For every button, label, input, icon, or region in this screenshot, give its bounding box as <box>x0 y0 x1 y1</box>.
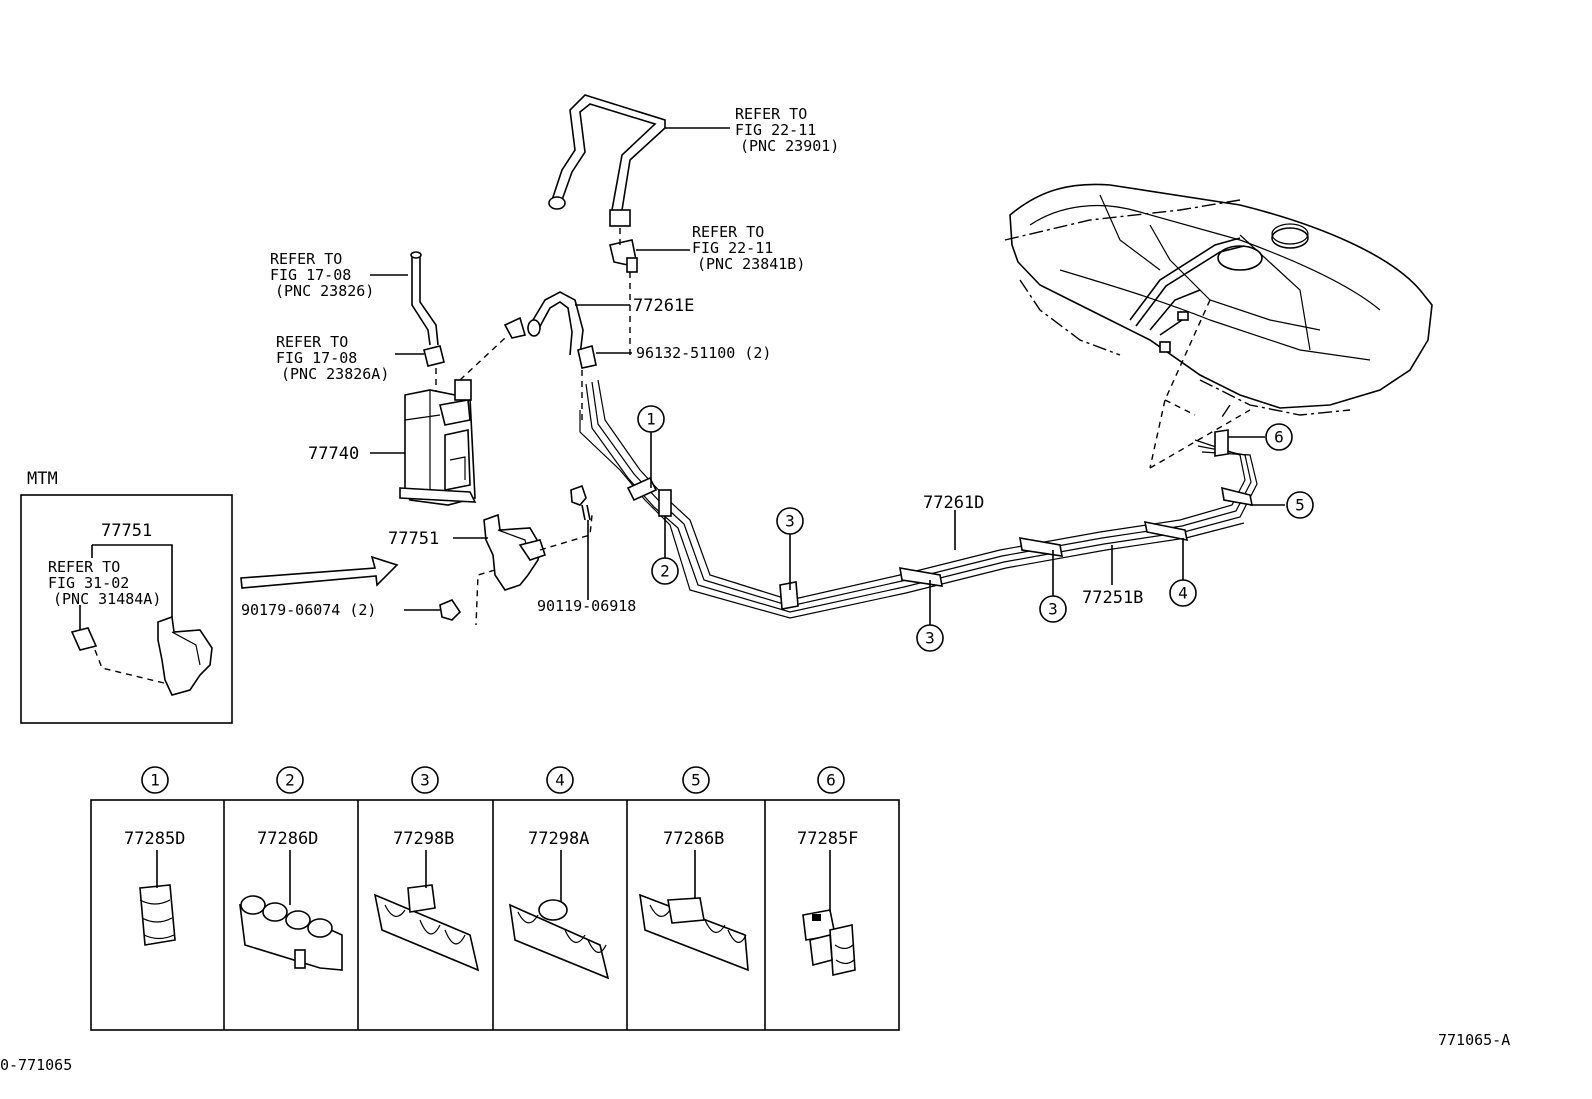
clamp-77286b-drawing <box>639 850 749 972</box>
ref-23841b-line2: FIG 22-11 <box>692 239 773 257</box>
ref-23841b-line1: REFER TO <box>692 223 764 241</box>
ref-23826-line1: REFER TO <box>270 250 342 268</box>
svg-text:3: 3 <box>785 512 795 531</box>
svg-text:3: 3 <box>420 771 430 790</box>
clamp-table <box>90 799 900 1031</box>
table-callout-3: 3 <box>411 766 439 794</box>
table-part-77285d: 77285D <box>124 829 185 849</box>
clamp-77285d-drawing <box>139 850 176 946</box>
label-90119-06918: 90119-06918 <box>537 597 636 615</box>
footer-left-code: 0-771065 <box>0 1056 72 1074</box>
charcoal-canister <box>370 251 506 506</box>
ref-23901-line1: REFER TO <box>735 105 807 123</box>
footer-right-code: 771065-A <box>1438 1031 1510 1049</box>
direction-arrow <box>240 555 399 589</box>
callout-6: 6 <box>1265 423 1293 451</box>
svg-text:4: 4 <box>1178 584 1188 603</box>
tube-clamps <box>626 429 1254 610</box>
ref-23826a-line1: REFER TO <box>276 333 348 351</box>
label-90179-06074: 90179-06074 (2) <box>241 601 376 619</box>
label-77261d: 77261D <box>923 493 984 513</box>
clamp-77285f-drawing <box>802 850 856 976</box>
callout-3a: 3 <box>776 507 804 535</box>
ref-23826-line3: (PNC 23826) <box>275 282 374 300</box>
table-part-77285f: 77285F <box>797 829 858 849</box>
callout-5: 5 <box>1286 491 1314 519</box>
svg-text:5: 5 <box>1295 496 1305 515</box>
label-77251b: 77251B <box>1082 588 1143 608</box>
ref-31484a-line3: (PNC 31484A) <box>53 590 161 608</box>
fitting-23841b <box>609 228 690 355</box>
callout-4: 4 <box>1169 579 1197 607</box>
mtm-title: MTM <box>27 469 58 489</box>
svg-text:2: 2 <box>285 771 295 790</box>
ref-23901-line3: (PNC 23901) <box>740 137 839 155</box>
svg-text:5: 5 <box>691 771 701 790</box>
table-part-77286b: 77286B <box>663 829 724 849</box>
mtm-inset <box>20 494 233 724</box>
table-callout-6: 6 <box>817 766 845 794</box>
hose-77261e <box>503 291 632 420</box>
svg-text:4: 4 <box>555 771 565 790</box>
svg-text:3: 3 <box>1048 600 1058 619</box>
fuel-tank <box>1004 183 1433 421</box>
svg-text:1: 1 <box>646 410 656 429</box>
callout-3c: 3 <box>1039 595 1067 623</box>
ref-23826a-line3: (PNC 23826A) <box>281 365 389 383</box>
clamp-77298b-drawing <box>373 850 480 972</box>
label-77740: 77740 <box>308 444 359 464</box>
table-callout-4: 4 <box>546 766 574 794</box>
callout-2: 2 <box>651 557 679 585</box>
svg-text:1: 1 <box>150 771 160 790</box>
label-77261e: 77261E <box>633 296 694 316</box>
bracket-77751 <box>404 484 593 626</box>
fill-hose <box>548 94 730 227</box>
table-part-77286d: 77286D <box>257 829 318 849</box>
svg-text:2: 2 <box>660 562 670 581</box>
label-96132-51100: 96132-51100 (2) <box>636 344 771 362</box>
ref-23826-line2: FIG 17-08 <box>270 266 351 284</box>
ref-23901-line2: FIG 22-11 <box>735 121 816 139</box>
svg-text:3: 3 <box>925 629 935 648</box>
table-callout-2: 2 <box>276 766 304 794</box>
table-callout-1: 1 <box>141 766 169 794</box>
callout-1: 1 <box>637 405 665 433</box>
svg-text:6: 6 <box>1274 428 1284 447</box>
table-part-77298a: 77298A <box>528 829 589 849</box>
svg-text:6: 6 <box>826 771 836 790</box>
table-part-77298b: 77298B <box>393 829 454 849</box>
label-77751: 77751 <box>388 529 439 549</box>
clamp-77286d-drawing <box>239 850 343 971</box>
clamp-77298a-drawing <box>509 850 610 980</box>
mtm-part-77751: 77751 <box>101 521 152 541</box>
table-callout-5: 5 <box>682 766 710 794</box>
callout-3b: 3 <box>916 624 944 652</box>
ref-31484a-line1: REFER TO <box>48 558 120 576</box>
ref-23841b-line3: (PNC 23841B) <box>697 255 805 273</box>
ref-31484a-line2: FIG 31-02 <box>48 574 129 592</box>
ref-23826a-line2: FIG 17-08 <box>276 349 357 367</box>
